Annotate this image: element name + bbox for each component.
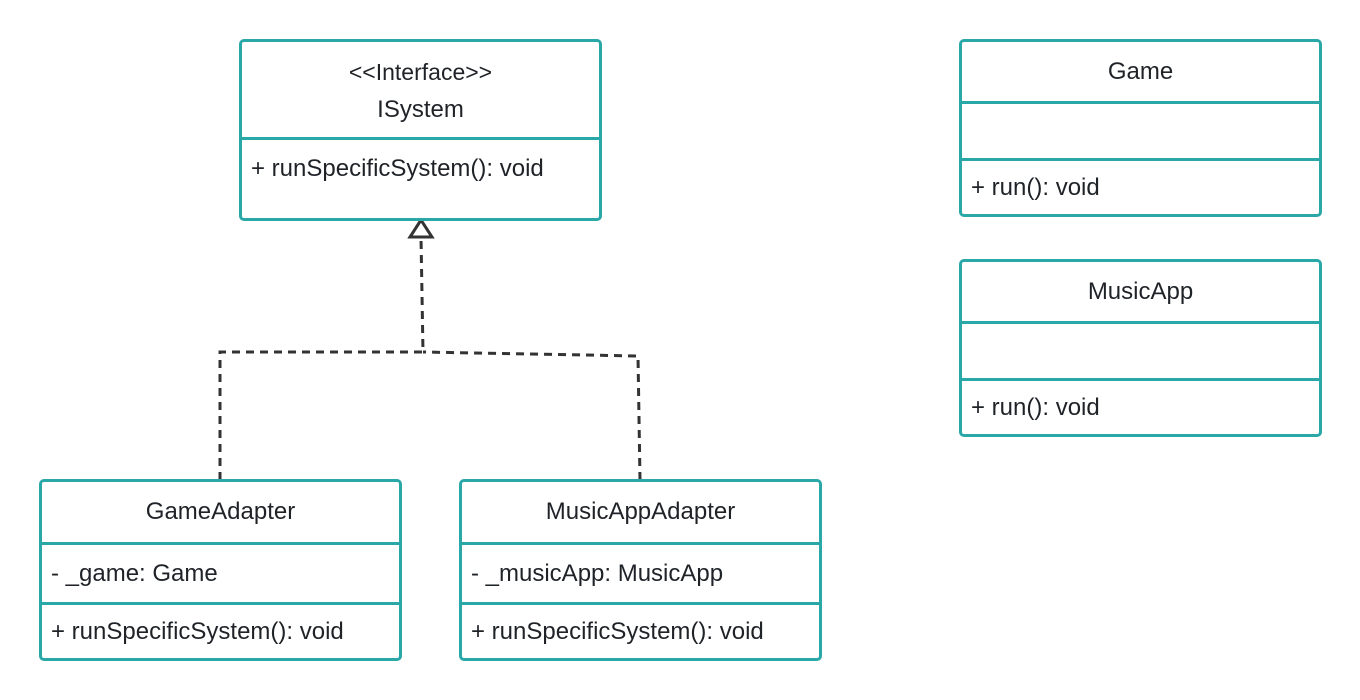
class-musicappadapter-attributes: - _musicApp: MusicApp (462, 542, 819, 602)
class-game-methods: + run(): void (962, 158, 1319, 214)
class-musicapp-attributes (962, 321, 1319, 378)
method-item: + runSpecificSystem(): void (471, 617, 764, 645)
class-gameadapter-attributes: - _game: Game (42, 542, 399, 602)
class-game-attributes (962, 101, 1319, 158)
class-musicapp-header: MusicApp (962, 262, 1319, 321)
attribute-item: - _musicApp: MusicApp (471, 559, 724, 587)
class-gameadapter-methods: + runSpecificSystem(): void (42, 602, 399, 658)
class-name-isystem: ISystem (377, 95, 464, 123)
stereotype-label: <<Interface>> (348, 58, 493, 85)
class-isystem-methods: + runSpecificSystem(): void (242, 137, 599, 218)
method-item: + run(): void (971, 173, 1100, 201)
class-name-musicapp: MusicApp (1087, 277, 1194, 305)
class-isystem-header: <<Interface>> ISystem (242, 42, 599, 137)
realization-arrowhead-icon (407, 217, 435, 239)
class-name-musicappadapter: MusicAppAdapter (545, 498, 736, 525)
class-game-header: Game (962, 42, 1319, 101)
class-musicapp-methods: + run(): void (962, 378, 1319, 434)
class-name-gameadapter: GameAdapter (145, 498, 296, 525)
attribute-item: - _game: Game (51, 559, 218, 587)
method-item: + runSpecificSystem(): void (51, 617, 344, 645)
method-item: + runSpecificSystem(): void (251, 155, 544, 182)
class-game[interactable]: Game + run(): void (959, 39, 1322, 217)
class-gameadapter[interactable]: GameAdapter - _game: Game + runSpecificS… (39, 479, 402, 661)
class-name-game: Game (1107, 57, 1174, 85)
class-musicappadapter-methods: + runSpecificSystem(): void (462, 602, 819, 658)
method-item: + run(): void (971, 393, 1100, 421)
class-musicappadapter-header: MusicAppAdapter (462, 482, 819, 542)
realization-line-gameadapter (218, 236, 425, 480)
class-isystem[interactable]: <<Interface>> ISystem + runSpecificSyste… (239, 39, 602, 221)
class-gameadapter-header: GameAdapter (42, 482, 399, 542)
class-musicapp[interactable]: MusicApp + run(): void (959, 259, 1322, 437)
realization-line-musicappadapter (422, 350, 642, 481)
class-musicappadapter[interactable]: MusicAppAdapter - _musicApp: MusicApp + … (459, 479, 822, 661)
